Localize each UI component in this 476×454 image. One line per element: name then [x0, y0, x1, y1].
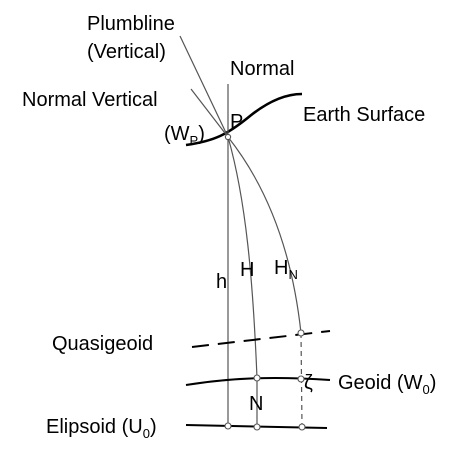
normal-height-curve: [227, 136, 302, 334]
geoid-undulation-n-label: N: [249, 393, 263, 415]
height-anomaly-zeta-label: ζ: [304, 372, 313, 394]
point-p-label: P: [230, 111, 243, 133]
ellipsoid-point-h-marker: [224, 422, 232, 430]
geoid-point-hn-marker: [297, 375, 305, 383]
vertical-label: (Vertical): [87, 41, 166, 63]
quasigeoid-point-marker: [297, 329, 305, 337]
normal-vertical-label: Normal Vertical: [22, 89, 158, 111]
ellipsoid-label: Elipsoid (U0): [46, 416, 157, 441]
quasigeoid-line: [191, 330, 331, 348]
geoid-point-h-marker: [253, 374, 261, 382]
normal-vertical-upper-line: [190, 88, 229, 138]
ellipsoid-point-hn-marker: [298, 423, 306, 431]
normal-height-label: HN: [274, 257, 298, 282]
orthometric-height-curve: [227, 136, 258, 427]
point-p-marker: [224, 133, 232, 141]
earth-surface-label: Earth Surface: [303, 104, 425, 126]
ellipsoid-point-H-marker: [253, 423, 261, 431]
quasigeoid-label: Quasigeoid: [52, 333, 153, 355]
ellipsoidal-height-label: h: [216, 271, 227, 293]
geoid-curve: [185, 376, 331, 386]
earth-surface-curve: [185, 92, 303, 147]
orthometric-height-label: H: [240, 259, 254, 281]
geoid-label: Geoid (W0): [338, 372, 436, 397]
plumbline-label: Plumbline: [87, 13, 175, 35]
normal-label: Normal: [230, 58, 294, 80]
potential-wp-label: (WP): [164, 123, 205, 148]
plumbline-upper-line: [179, 35, 229, 138]
